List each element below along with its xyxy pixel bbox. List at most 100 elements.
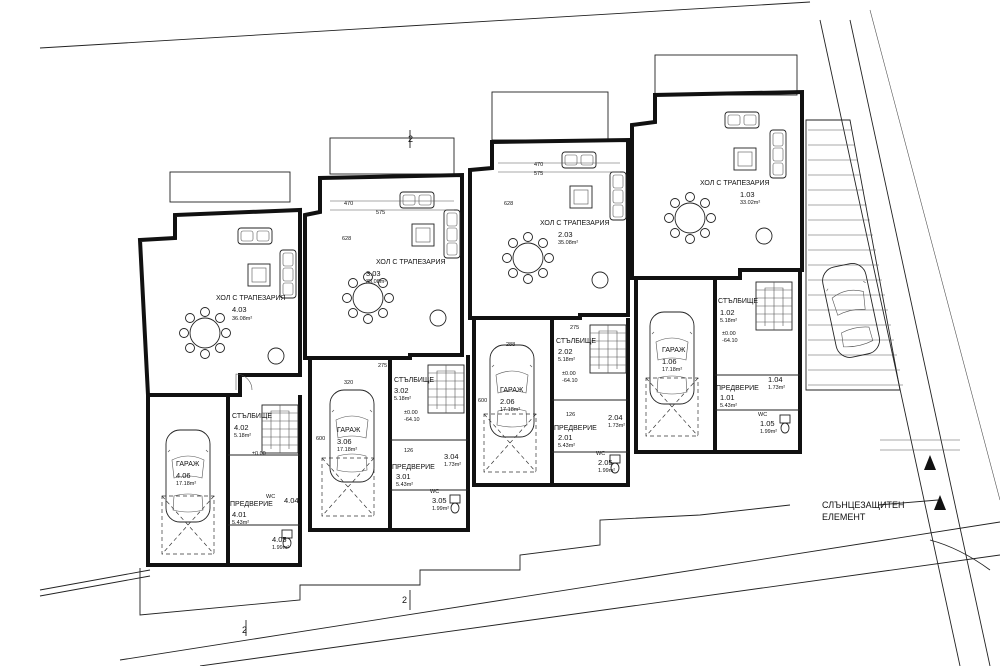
unit-2 xyxy=(468,91,630,487)
room-area: 17.18m² xyxy=(337,447,357,453)
room-area: 36.08m² xyxy=(232,316,252,322)
dim-label: 575 xyxy=(534,171,543,177)
room-label: ХОЛ С ТРАПЕЗАРИЯ xyxy=(216,295,286,302)
room-code: 4.06 xyxy=(176,471,191,480)
room-label: ПРЕДВЕРИЕ xyxy=(716,385,759,392)
room-label: СТЪЛБИЩЕ xyxy=(718,298,758,305)
room-label: ГАРАЖ xyxy=(176,461,200,468)
room-label: ХОЛ С ТРАПЕЗАРИЯ xyxy=(700,180,770,187)
room-area: 35.08m² xyxy=(366,279,386,285)
room-area: 5.18m² xyxy=(234,433,251,439)
room-code: 2.04 xyxy=(608,413,623,422)
room-code: 4.05 xyxy=(272,535,287,544)
dim-label: 470 xyxy=(344,201,353,207)
room-area: 5.18m² xyxy=(394,396,411,402)
unit-1 xyxy=(630,54,804,454)
wc-label: WC xyxy=(266,494,275,500)
room-area: 5.43m² xyxy=(396,482,413,488)
wc-label: WC xyxy=(596,451,605,457)
room-area: 1.73m² xyxy=(608,423,625,429)
annotation-line-2: ЕЛЕМЕНТ xyxy=(822,512,866,522)
dim-label: 288 xyxy=(506,342,515,348)
section-mark-top: 2 xyxy=(408,130,413,148)
room-label: ГАРАЖ xyxy=(500,387,524,394)
room-code: 1.03 xyxy=(740,190,755,199)
room-area: 17.18m² xyxy=(500,407,520,413)
room-label: ГАРАЖ xyxy=(337,427,361,434)
dim-label: 628 xyxy=(504,201,513,207)
room-area: 17.18m² xyxy=(662,367,682,373)
room-area: 1.99m² xyxy=(760,429,777,435)
room-code: 4.04 xyxy=(284,496,299,505)
room-area: 1.99m² xyxy=(598,468,615,474)
section-mark-label: 2 xyxy=(242,625,247,635)
level-mark: -64.10 xyxy=(722,338,738,344)
room-code: 4.03 xyxy=(232,305,247,314)
level-mark: ±0.00 xyxy=(404,410,418,416)
dim-label: 600 xyxy=(316,436,325,442)
section-mark-bottom: 2 xyxy=(402,590,411,610)
room-code: 3.04 xyxy=(444,452,459,461)
level-mark: -64.10 xyxy=(562,378,578,384)
room-code: 4.02 xyxy=(234,423,249,432)
dim-label: 275 xyxy=(570,325,579,331)
dim-label: 600 xyxy=(478,398,487,404)
annotation-line-1: СЛЪНЦЕЗАЩИТЕН xyxy=(822,500,905,510)
room-label: ПРЕДВЕРИЕ xyxy=(230,501,273,508)
annotation-leader xyxy=(877,499,939,506)
room-area: 5.18m² xyxy=(558,357,575,363)
room-area: 5.43m² xyxy=(558,443,575,449)
room-area: 17.18m² xyxy=(176,481,196,487)
room-label: ХОЛ С ТРАПЕЗАРИЯ xyxy=(376,259,446,266)
level-mark: ±0.00 xyxy=(562,371,576,377)
dim-label: 320 xyxy=(344,380,353,386)
wc-label: WC xyxy=(430,489,439,495)
room-area: 35.08m² xyxy=(558,240,578,246)
room-code: 3.03 xyxy=(366,269,381,278)
room-area: 33.02m² xyxy=(740,200,760,206)
room-area: 1.99m² xyxy=(272,545,289,551)
room-code: 3.01 xyxy=(396,472,411,481)
room-label: СТЪЛБИЩЕ xyxy=(556,338,596,345)
level-mark: ±0.00 xyxy=(252,451,266,457)
wc-label: WC xyxy=(758,412,767,418)
room-code: 1.05 xyxy=(760,419,775,428)
room-area: 1.99m² xyxy=(432,506,449,512)
room-code: 3.02 xyxy=(394,386,409,395)
dim-label: 275 xyxy=(378,363,387,369)
room-code: 2.06 xyxy=(500,397,515,406)
room-label: ХОЛ С ТРАПЕЗАРИЯ xyxy=(540,220,610,227)
section-mark-label: 2 xyxy=(402,595,407,605)
room-area: 1.73m² xyxy=(768,385,785,391)
room-code: 1.06 xyxy=(662,357,677,366)
unit-3 xyxy=(303,137,470,532)
room-code: 1.04 xyxy=(768,375,783,384)
dim-label: 575 xyxy=(376,210,385,216)
site-boundary xyxy=(39,1,1000,666)
room-code: 2.02 xyxy=(558,347,573,356)
room-label: СТЪЛБИЩЕ xyxy=(394,377,434,384)
dim-label: 126 xyxy=(566,412,575,418)
room-code: 2.03 xyxy=(558,230,573,239)
room-label: ПРЕДВЕРИЕ xyxy=(392,464,435,471)
ramp-hatch xyxy=(805,119,960,510)
section-mark-label: 2 xyxy=(408,134,413,144)
room-code: 4.01 xyxy=(232,510,247,519)
room-code: 1.01 xyxy=(720,393,735,402)
level-mark: -64.10 xyxy=(404,417,420,423)
dim-label: 628 xyxy=(342,236,351,242)
section-mark-left: 2 xyxy=(242,620,247,636)
room-code: 2.01 xyxy=(558,433,573,442)
room-area: 5.43m² xyxy=(232,520,249,526)
room-area: 5.18m² xyxy=(720,318,737,324)
room-code: 3.05 xyxy=(432,496,447,505)
room-area: 5.43m² xyxy=(720,403,737,409)
dim-label: 470 xyxy=(534,162,543,168)
unit-4 xyxy=(137,171,302,567)
room-code: 3.06 xyxy=(337,437,352,446)
room-code: 2.05 xyxy=(598,458,613,467)
room-label: СТЪЛБИЩЕ xyxy=(232,413,272,420)
room-label: ПРЕДВЕРИЕ xyxy=(554,425,597,432)
room-code: 1.02 xyxy=(720,308,735,317)
